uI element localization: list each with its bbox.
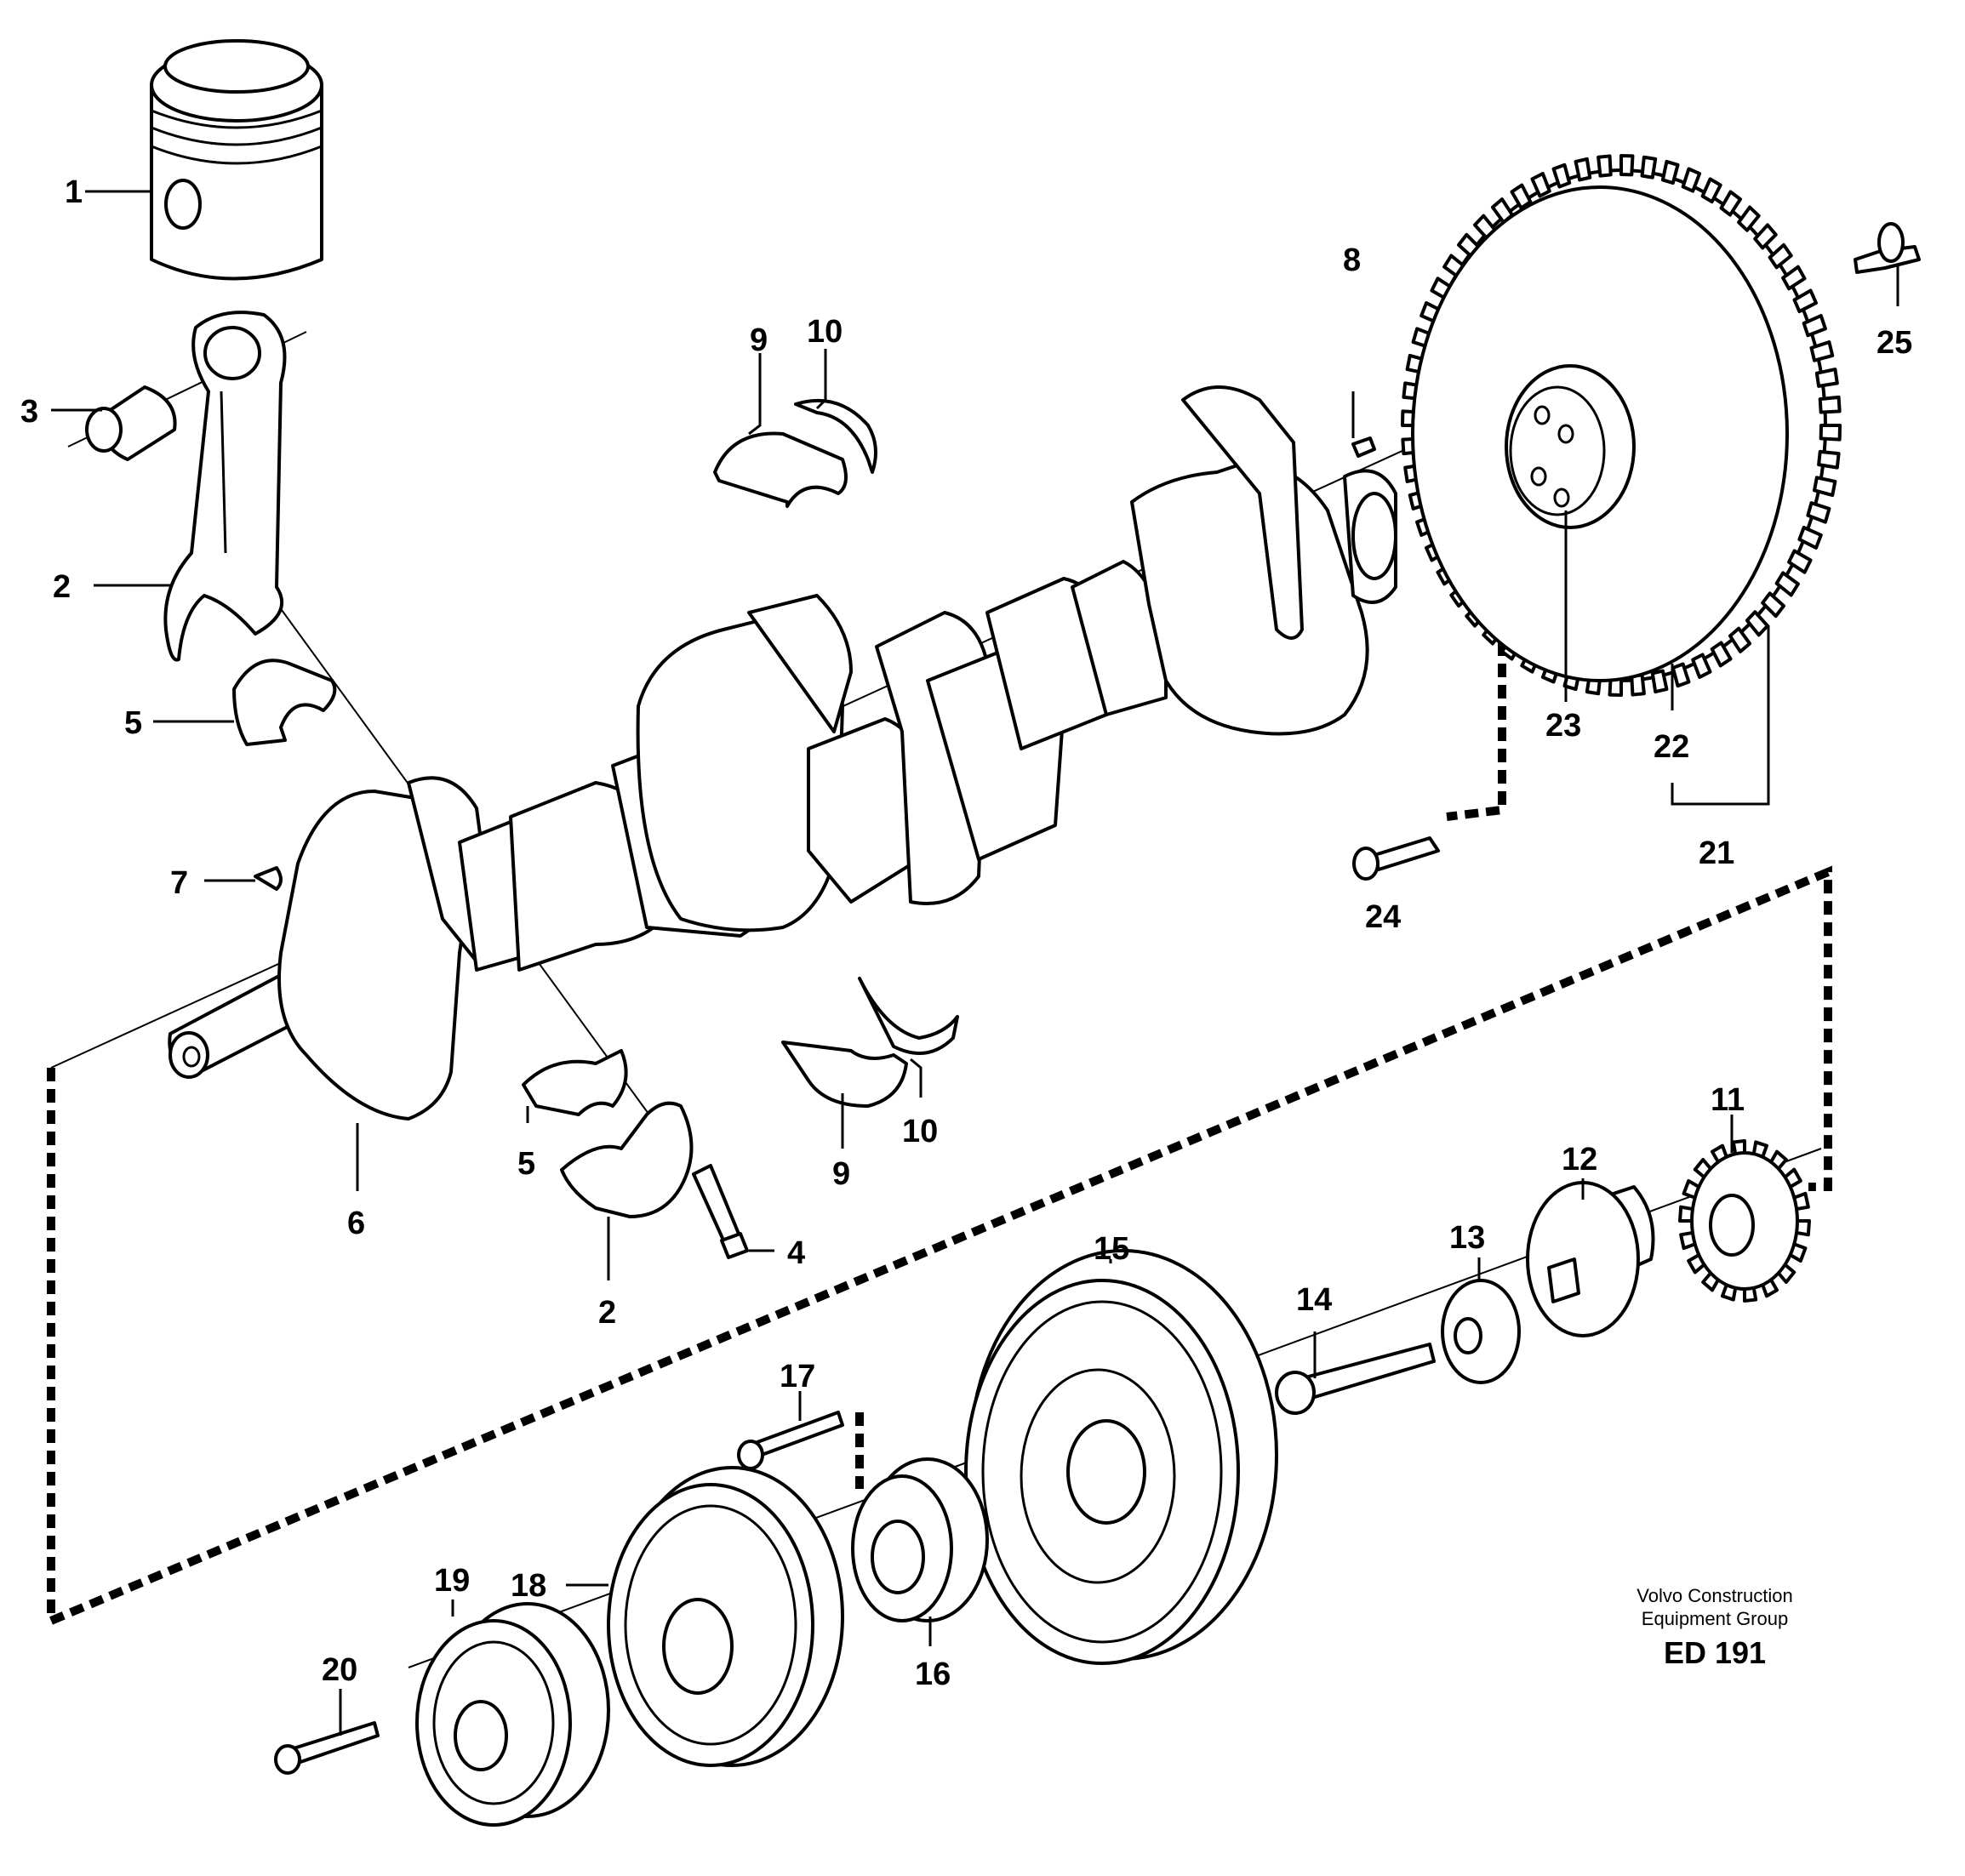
flywheel-gear-tooth (1619, 154, 1635, 177)
callout-5-upper: 5 (124, 705, 142, 741)
callout-1: 1 (65, 174, 83, 210)
flywheel-gear-tooth (1774, 571, 1800, 597)
callout-5-lower: 5 (517, 1146, 535, 1182)
pulley-large (607, 1466, 844, 1767)
callout-19: 19 (434, 1563, 470, 1599)
callout-9-upper: 9 (750, 322, 768, 358)
flywheel-gear (1401, 154, 1842, 697)
connecting-rod-cap (560, 1101, 694, 1218)
flywheel-gear-tooth (1814, 368, 1839, 388)
flywheel-gear-tooth (1753, 223, 1778, 250)
callout-23: 23 (1545, 708, 1581, 744)
rod-cap-bolt (692, 1164, 749, 1259)
callout-8: 8 (1343, 242, 1361, 278)
callout-10-upper: 10 (807, 314, 843, 350)
flywheel-gear-tooth (1691, 653, 1712, 679)
callout-3: 3 (20, 394, 38, 430)
callout-17: 17 (780, 1359, 815, 1394)
flywheel-gear-tooth (1809, 340, 1835, 362)
flywheel-gear-tooth (1681, 167, 1702, 193)
main-bearing-shell-upper (713, 398, 877, 508)
callout-16: 16 (915, 1656, 951, 1692)
flywheel-bolt-bottom (1352, 836, 1440, 881)
callout-13: 13 (1449, 1220, 1485, 1256)
dashed-assembly-links (47, 493, 1832, 1628)
callout-20: 20 (322, 1652, 357, 1688)
flywheel-gear-tooth (1781, 265, 1807, 291)
callout-7: 7 (170, 865, 188, 901)
drawing-caption: Volvo Construction Equipment Group ED 19… (1637, 1585, 1792, 1670)
flywheel-bolt-top (1854, 222, 1921, 274)
callout-labels: 1 2 3 5 7 6 5 2 4 9 10 9 10 8 11 12 13 1… (20, 174, 1912, 1692)
callout-21: 21 (1699, 835, 1734, 871)
callout-15: 15 (1094, 1231, 1129, 1267)
crankshaft-gear (1678, 1139, 1811, 1303)
pulley-small (415, 1602, 610, 1827)
callout-6: 6 (347, 1206, 365, 1241)
flywheel-gear-tooth (1812, 476, 1837, 498)
callout-2-lower: 2 (598, 1295, 616, 1331)
flywheel-gear-tooth (1660, 159, 1680, 185)
flywheel-gear-tooth (1640, 155, 1658, 180)
drawing-code: ED 191 (1664, 1635, 1766, 1670)
crankshaft (168, 385, 1397, 1120)
flywheel-gear-tooth (1817, 449, 1841, 470)
flywheel-gear-tooth (1671, 662, 1691, 688)
guide-pin (1351, 436, 1376, 458)
flywheel-gear-tooth (1802, 314, 1827, 338)
flywheel-gear-tooth (1650, 669, 1669, 694)
flywheel-gear-tooth (1574, 157, 1592, 182)
flywheel-gear-tooth (1761, 591, 1785, 619)
flywheel-gear-tooth (1530, 172, 1551, 198)
callout-11: 11 (1711, 1082, 1745, 1118)
piston (150, 39, 323, 281)
callout-22: 22 (1654, 729, 1689, 765)
callout-14: 14 (1296, 1282, 1332, 1318)
company-name-line2: Equipment Group (1642, 1608, 1788, 1629)
callout-24: 24 (1365, 899, 1401, 935)
flywheel-gear-tooth (1819, 424, 1842, 442)
flywheel-gear-tooth (1551, 163, 1572, 189)
callout-25: 25 (1876, 325, 1912, 361)
flywheel-gear-tooth (1787, 549, 1813, 574)
leader-lines (51, 190, 1899, 1736)
washer (1441, 1279, 1521, 1384)
spacer-bolt (737, 1411, 844, 1470)
callout-18: 18 (511, 1568, 546, 1604)
flywheel-gear-tooth (1768, 242, 1793, 270)
flywheel-gear-tooth (1597, 154, 1613, 178)
woodruff-key (254, 866, 283, 891)
callout-10-lower: 10 (902, 1114, 938, 1149)
main-bearing-shell-lower (781, 977, 959, 1108)
vibration-damper (964, 1249, 1278, 1665)
flywheel-gear-tooth (1745, 610, 1769, 637)
flywheel-gear-tooth (1510, 183, 1533, 210)
big-end-bearing-shell-lower (522, 1049, 628, 1116)
pulley-bolt (274, 1721, 380, 1775)
flywheel-gear-tooth (1797, 525, 1823, 550)
small-end-bushing (85, 385, 177, 461)
spacer-ring (851, 1457, 989, 1622)
callout-9-lower: 9 (832, 1156, 850, 1192)
connecting-rod (163, 311, 287, 662)
big-end-bearing-shell-upper (232, 659, 337, 746)
flywheel-gear-tooth (1806, 501, 1831, 524)
callout-2-upper: 2 (53, 569, 71, 605)
callout-12: 12 (1562, 1142, 1597, 1177)
flywheel-gear-tooth (1737, 205, 1761, 232)
flywheel-gear-tooth (1728, 626, 1752, 653)
flywheel-gear-tooth (1710, 641, 1733, 668)
hub (1526, 1181, 1655, 1337)
flywheel-gear-tooth (1792, 288, 1818, 314)
company-name-line1: Volvo Construction (1637, 1585, 1792, 1606)
flywheel-gear-tooth (1719, 190, 1742, 217)
center-bolt (1275, 1343, 1436, 1415)
flywheel-gear-tooth (1700, 177, 1722, 204)
callout-4: 4 (787, 1235, 805, 1271)
flywheel-gear-tooth (1818, 395, 1842, 414)
